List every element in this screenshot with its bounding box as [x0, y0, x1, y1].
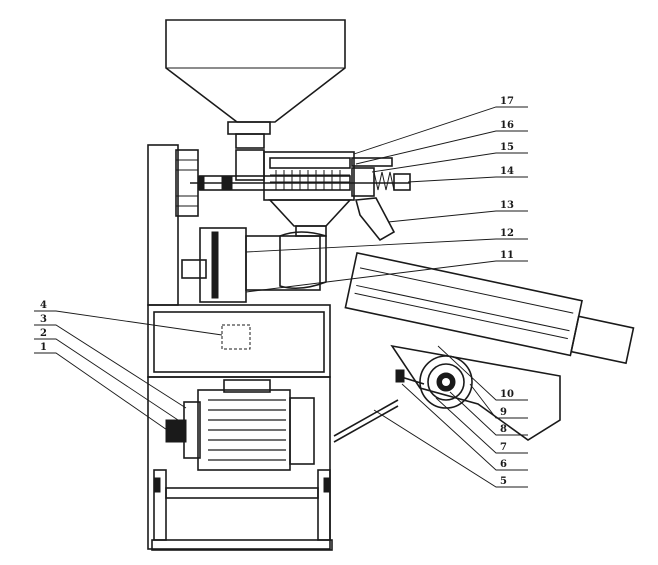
callout-3: 3: [40, 314, 47, 325]
callout-7: 7: [500, 442, 507, 453]
lower-hopper: [390, 344, 561, 441]
leader-lines-right: [245, 106, 528, 488]
hopper: [165, 19, 346, 149]
discharge-funnel: [268, 199, 352, 237]
callout-10: 10: [500, 389, 514, 400]
inclined-sieve: [344, 251, 635, 365]
main-pulley: [175, 149, 199, 217]
callout-8: 8: [500, 424, 507, 435]
callout-2: 2: [40, 328, 47, 339]
callout-14: 14: [500, 166, 514, 177]
frame: [147, 144, 333, 551]
callout-12: 12: [500, 228, 514, 239]
leader-lines-left: [34, 310, 223, 433]
control-panel: [221, 324, 251, 350]
fan-housing: [181, 227, 327, 303]
callout-1: 1: [40, 342, 47, 353]
support-rod: [333, 399, 399, 437]
callout-5: 5: [500, 476, 507, 487]
callout-15: 15: [500, 142, 514, 153]
callout-16: 16: [500, 120, 514, 131]
callout-13: 13: [500, 200, 514, 211]
whitening-chamber: [190, 149, 410, 201]
callout-11: 11: [500, 250, 514, 261]
pressure-spring: [351, 157, 411, 197]
callout-17: 17: [500, 96, 514, 107]
outlet-chute: [354, 197, 396, 242]
callout-9: 9: [500, 407, 507, 418]
vibration-wheel: [395, 355, 473, 409]
callout-6: 6: [500, 459, 507, 470]
motor: [165, 379, 315, 471]
callout-4: 4: [40, 300, 47, 311]
